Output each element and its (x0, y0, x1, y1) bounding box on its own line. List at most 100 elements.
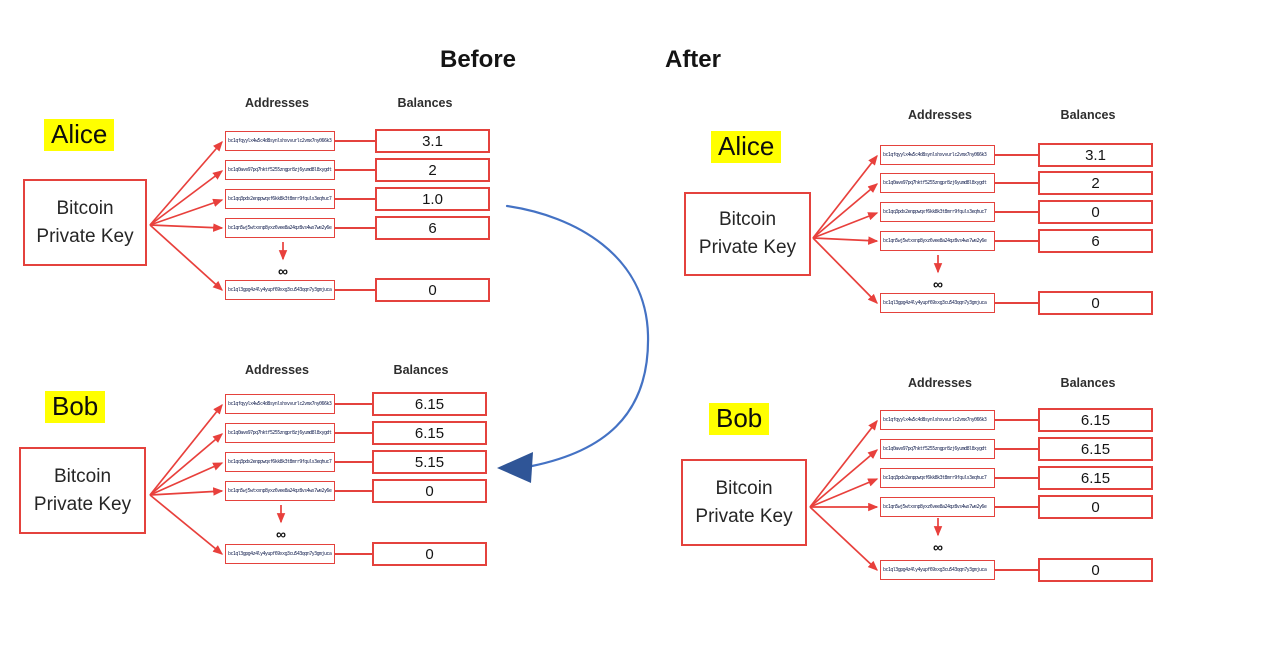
before-alice-balances-header: Balances (397, 96, 453, 110)
after-alice-private-key-box: Bitcoin Private Key (684, 192, 811, 276)
address-text: bc1ql3gpg4z4ly4yupf69xxg3cu543qqn7y3gmju… (228, 551, 332, 557)
address-balance-connector (995, 419, 1038, 421)
infinity-symbol: ∞ (933, 276, 943, 292)
balance-box: 0 (372, 479, 487, 503)
address-text: bc1q0ave97pq7hktf5255zngpr8zj6yumd8l8xyg… (883, 180, 987, 186)
key-to-address-arrow (812, 236, 879, 245)
balance-box: 6.15 (1038, 408, 1153, 432)
key-to-address-arrow (812, 183, 879, 239)
balance-box: 0 (375, 278, 490, 302)
address-balance-connector (995, 154, 1038, 156)
balance-value: 0 (425, 545, 434, 563)
balance-value: 0 (1091, 294, 1100, 312)
balance-box: 6.15 (372, 392, 487, 416)
before-bob-addresses-header: Addresses (245, 363, 309, 377)
address-balance-connector (335, 461, 372, 463)
address-box: bc1ql3gpg4z4ly4yupf69xxg3cu543qqn7y3gmju… (880, 560, 995, 580)
address-balance-connector (335, 490, 372, 492)
address-balance-connector (335, 432, 372, 434)
address-text: bc1q0ave97pq7hktf5255zngpr8zj6yumd8l8xyg… (228, 167, 332, 173)
address-text: bc1ql3gpg4z4ly4yupf69xxg3cu543qqn7y3gmju… (883, 300, 987, 306)
address-box: bc1qfqyylx4w5c4d8synlshxvvurlc2vmx7ny066… (225, 394, 335, 414)
address-text: bc1qq3pdx2enppwqxf6kk8k3t8mrr9fquls3eqhu… (883, 209, 987, 215)
address-box: bc1ql3gpg4z4ly4yupf69xxg3cu543qqn7y3gmju… (225, 544, 335, 564)
balance-box: 2 (1038, 171, 1153, 195)
address-box: bc1qn5wj5wtxxnp8yxz6vee8a24qz8vs4ws7we2y… (225, 218, 335, 238)
before-bob-owner-label: Bob (45, 391, 106, 423)
balance-value: 6.15 (1080, 440, 1111, 458)
after-bob-private-key-box: Bitcoin Private Key (681, 459, 807, 546)
address-text: bc1q0ave97pq7hktf5255zngpr8zj6yumd8l8xyg… (228, 430, 332, 436)
address-text: bc1qfqyylx4w5c4d8synlshxvvurlc2vmx7ny066… (883, 152, 987, 158)
address-box: bc1qq3pdx2enppwqxf6kk8k3t8mrr9fquls3eqhu… (225, 452, 335, 472)
before-bob-private-key-box: Bitcoin Private Key (19, 447, 146, 534)
address-text: bc1qfqyylx4w5c4d8synlshxvvurlc2vmx7ny066… (228, 138, 332, 144)
address-text: bc1qn5wj5wtxxnp8yxz6vee8a24qz8vs4ws7we2y… (228, 488, 332, 494)
balance-value: 1.0 (422, 190, 443, 208)
balance-box: 6.15 (1038, 466, 1153, 490)
balance-value: 0 (428, 281, 437, 299)
key-to-address-arrow (809, 419, 878, 508)
balance-value: 6.15 (1080, 411, 1111, 429)
before-title: Before (439, 46, 517, 73)
key-box-line2: Private Key (33, 493, 132, 515)
address-text: bc1qq3pdx2enppwqxf6kk8k3t8mrr9fquls3eqhu… (228, 459, 332, 465)
address-box: bc1qfqyylx4w5c4d8synlshxvvurlc2vmx7ny066… (225, 131, 335, 151)
address-balance-connector (335, 227, 375, 229)
address-text: bc1ql3gpg4z4ly4yupf69xxg3cu543qqn7y3gmju… (883, 567, 987, 573)
address-text: bc1qq3pdx2enppwqxf6kk8k3t8mrr9fquls3eqhu… (228, 196, 332, 202)
address-box: bc1ql3gpg4z4ly4yupf69xxg3cu543qqn7y3gmju… (225, 280, 335, 300)
address-box: bc1ql3gpg4z4ly4yupf69xxg3cu543qqn7y3gmju… (880, 293, 995, 313)
key-box-line2: Private Key (698, 237, 797, 258)
balance-box: 1.0 (375, 187, 490, 211)
address-balance-connector (335, 140, 375, 142)
key-box-line2: Private Key (695, 505, 793, 527)
balance-value: 2 (1091, 174, 1100, 192)
address-box: bc1q0ave97pq7hktf5255zngpr8zj6yumd8l8xyg… (880, 173, 995, 193)
key-box-line2: Private Key (36, 225, 134, 247)
address-box: bc1qfqyylx4w5c4d8synlshxvvurlc2vmx7ny066… (880, 145, 995, 165)
balance-value: 5.15 (414, 453, 445, 471)
address-balance-connector (995, 211, 1038, 213)
after-alice-addresses-header: Addresses (908, 108, 972, 122)
balance-value: 6 (428, 219, 437, 237)
balance-box: 2 (375, 158, 490, 182)
balance-value: 3.1 (1085, 146, 1106, 164)
balance-value: 2 (428, 161, 437, 179)
balance-box: 6.15 (372, 421, 487, 445)
key-to-address-arrow (149, 223, 224, 232)
address-balance-connector (995, 569, 1038, 571)
key-to-address-arrow (149, 494, 224, 555)
balance-value: 6 (1091, 232, 1100, 250)
balance-box: 5.15 (372, 450, 487, 474)
address-box: bc1qn5wj5wtxxnp8yxz6vee8a24qz8vs4ws7we2y… (880, 231, 995, 251)
after-bob-owner-label: Bob (709, 403, 770, 435)
key-to-address-arrow (809, 506, 878, 571)
address-text: bc1ql3gpg4z4ly4yupf69xxg3cu543qqn7y3gmju… (228, 287, 332, 293)
address-text: bc1qn5wj5wtxxnp8yxz6vee8a24qz8vs4ws7we2y… (883, 504, 987, 510)
address-box: bc1qn5wj5wtxxnp8yxz6vee8a24qz8vs4ws7we2y… (225, 481, 335, 501)
balance-box: 3.1 (1038, 143, 1153, 167)
address-balance-connector (335, 289, 375, 291)
address-box: bc1q0ave97pq7hktf5255zngpr8zj6yumd8l8xyg… (880, 439, 995, 459)
key-to-address-arrow (809, 478, 879, 508)
after-bob-balances-header: Balances (1060, 376, 1116, 390)
key-to-address-arrow (149, 198, 224, 226)
address-text: bc1qn5wj5wtxxnp8yxz6vee8a24qz8vs4ws7we2y… (883, 238, 987, 244)
key-to-address-arrow (809, 449, 879, 508)
address-box: bc1q0ave97pq7hktf5255zngpr8zj6yumd8l8xyg… (225, 160, 335, 180)
balance-value: 6.15 (414, 424, 445, 442)
balance-box: 6 (375, 216, 490, 240)
balance-box: 0 (1038, 495, 1153, 519)
address-text: bc1qn5wj5wtxxnp8yxz6vee8a24qz8vs4ws7we2y… (228, 225, 332, 231)
key-to-address-arrow (149, 433, 224, 496)
address-balance-connector (335, 198, 375, 200)
key-to-address-arrow (149, 487, 224, 496)
balance-value: 6.15 (1080, 469, 1111, 487)
key-box-line1: Bitcoin (715, 477, 773, 499)
key-box-line1: Bitcoin (53, 465, 112, 487)
transfer-arrow (497, 204, 650, 483)
balance-box: 6.15 (1038, 437, 1153, 461)
key-to-address-arrow (149, 170, 224, 226)
